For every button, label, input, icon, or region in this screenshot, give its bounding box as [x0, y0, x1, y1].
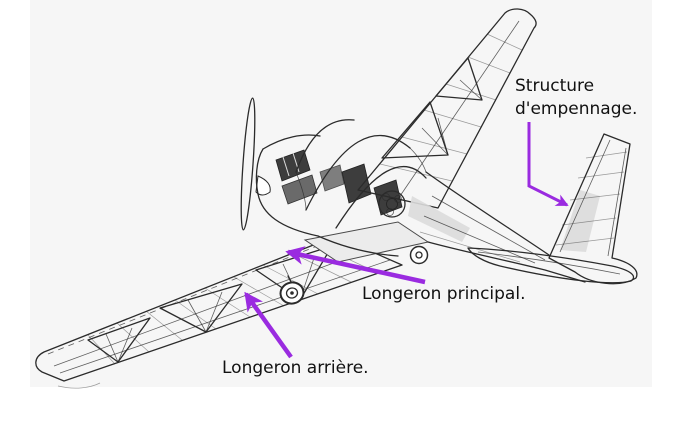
center-section — [303, 221, 430, 263]
empennage — [467, 133, 638, 285]
wing-walkway-plate — [303, 221, 430, 263]
propeller-icon — [240, 97, 256, 231]
rear-spar-label: Longeron arrière. — [222, 358, 369, 378]
seat — [373, 179, 403, 216]
nose-and-engine — [240, 97, 321, 237]
rear-wheel — [409, 245, 429, 265]
left-wing — [35, 235, 403, 389]
empennage-arrow — [527, 122, 569, 207]
empennage-structure-label: Structure d'empennage. — [515, 76, 638, 119]
left-wing-rib-cutaways — [87, 245, 333, 363]
annotation-arrows — [244, 122, 569, 359]
main-spar-arrow — [285, 246, 426, 285]
rear-bulkhead — [378, 190, 406, 218]
rear-spar-arrow — [244, 291, 293, 359]
figure-canvas — [30, 0, 652, 387]
main-spar-label: Longeron principal. — [362, 284, 526, 304]
seat — [341, 163, 372, 204]
vertical-fin — [548, 133, 638, 285]
main-wheel — [279, 275, 305, 305]
right-wing — [357, 8, 537, 209]
instrument-panel — [319, 164, 345, 192]
right-wing-rib-cutaways — [381, 57, 483, 159]
tail-boom — [408, 171, 586, 283]
cockpit-canopy — [295, 119, 427, 229]
